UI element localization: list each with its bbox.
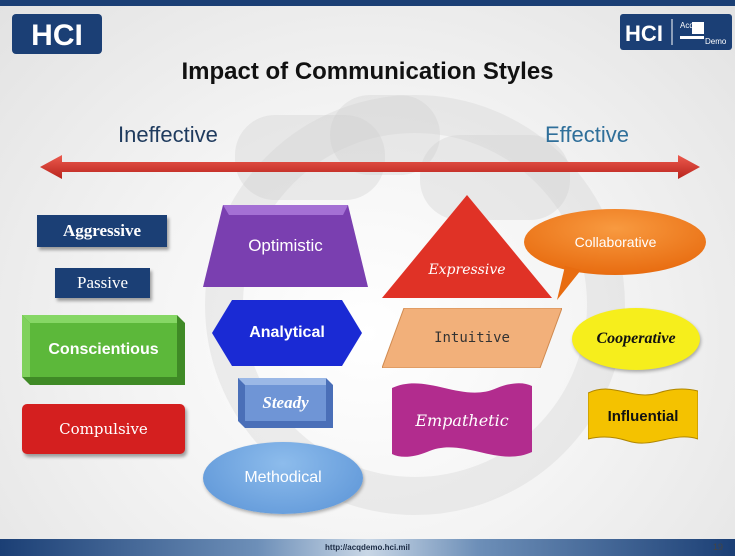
acqdemo-line1: Acq [680, 21, 694, 30]
style-expressive-label: Expressive [428, 261, 506, 278]
hci-logo: HCI [12, 14, 102, 59]
style-influential: Influential [587, 385, 699, 447]
style-analytical: Analytical [212, 300, 362, 366]
style-methodical: Methodical [203, 442, 363, 514]
style-analytical-label: Analytical [249, 324, 325, 341]
style-passive: Passive [55, 268, 150, 298]
style-optimistic-label: Optimistic [248, 236, 323, 255]
hci-logo-small-text: HCI [625, 21, 663, 46]
acqdemo-line2: Demo [705, 37, 727, 46]
background-speech-bubble [420, 135, 570, 220]
style-collaborative: Collaborative [523, 208, 708, 300]
footer-bar: http://acqdemo.hci.mil 19 [0, 539, 735, 556]
ineffective-label: Ineffective [118, 122, 218, 147]
style-conscientious-label: Conscientious [48, 341, 159, 358]
style-empathetic: Empathetic [392, 380, 532, 460]
style-steady: Steady [238, 378, 333, 428]
style-aggressive: Aggressive [37, 215, 167, 247]
background-speech-bubble [330, 95, 440, 175]
style-empathetic-label: Empathetic [415, 410, 509, 430]
style-expressive: Expressive [382, 195, 552, 298]
style-compulsive: Compulsive [22, 404, 185, 454]
style-conscientious: Conscientious [22, 315, 185, 385]
style-cooperative: Cooperative [572, 308, 700, 370]
style-collaborative-label: Collaborative [574, 234, 657, 250]
style-optimistic: Optimistic [203, 205, 368, 287]
style-intuitive-label: Intuitive [434, 330, 510, 346]
background-speech-bubble [235, 115, 385, 200]
style-influential-label: Influential [607, 407, 679, 425]
effective-label: Effective [545, 122, 629, 147]
hci-acqdemo-logo: HCI Acq Demo [620, 14, 732, 55]
style-steady-label: Steady [262, 393, 309, 412]
style-intuitive: Intuitive [381, 307, 563, 369]
hci-logo-text: HCI [31, 19, 83, 52]
slide-number: 19 [712, 542, 723, 552]
footer-url: http://acqdemo.hci.mil [325, 543, 410, 552]
page-title: Impact of Communication Styles [181, 58, 554, 85]
double-arrow-icon [40, 155, 700, 179]
top-bar [0, 0, 735, 6]
